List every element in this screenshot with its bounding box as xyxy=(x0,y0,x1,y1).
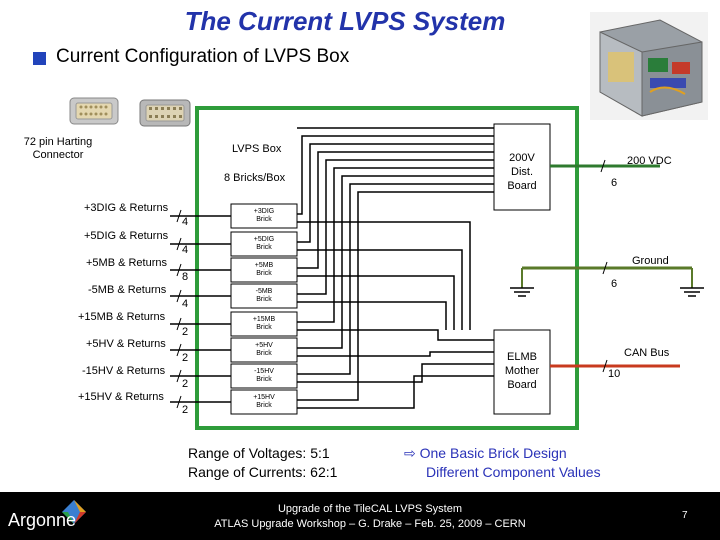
elmb-board-box xyxy=(493,329,551,415)
page-number: 7 xyxy=(682,510,688,521)
lvps-box-photo xyxy=(590,12,708,120)
input-label: +5DIG & Returns xyxy=(84,230,169,242)
design-line-2: Different Component Values xyxy=(426,464,601,480)
input-count: 2 xyxy=(182,404,189,416)
harting-connector-image xyxy=(69,97,119,125)
range-voltages: Range of Voltages: 5:1 xyxy=(188,445,330,461)
can-bus-label: CAN Bus xyxy=(624,347,670,359)
design-line-1: ⇨ One Basic Brick Design xyxy=(404,445,567,461)
connector-label: 72 pin Harting Connector xyxy=(23,136,93,161)
footer-bar xyxy=(0,492,720,540)
input-count: 4 xyxy=(182,216,189,228)
can-bus-count: 10 xyxy=(608,368,621,380)
input-count: 2 xyxy=(182,326,189,338)
range-currents: Range of Currents: 62:1 xyxy=(188,464,338,480)
input-count: 4 xyxy=(182,298,189,310)
ground-label: Ground xyxy=(632,255,669,267)
input-label: +15MB & Returns xyxy=(78,311,166,323)
ground-count: 6 xyxy=(611,278,618,290)
input-label: +5HV & Returns xyxy=(86,338,166,350)
subtitle: Current Configuration of LVPS Box xyxy=(56,46,350,67)
argonne-logo-text: Argonne xyxy=(8,510,77,530)
input-label: +15HV & Returns xyxy=(78,391,164,403)
input-count: 2 xyxy=(182,378,189,390)
bricks-per-box-label: 8 Bricks/Box xyxy=(224,172,286,184)
input-label: +3DIG & Returns xyxy=(84,202,169,214)
input-count: 4 xyxy=(182,244,189,256)
input-count: 8 xyxy=(182,271,189,283)
vdc-count: 6 xyxy=(611,177,618,189)
input-label: +5MB & Returns xyxy=(86,257,168,269)
bullet-square-icon xyxy=(33,52,46,65)
argonne-logo-icon xyxy=(62,500,86,524)
input-label: -15HV & Returns xyxy=(82,365,166,377)
input-count: 2 xyxy=(182,352,189,364)
page-title: The Current LVPS System xyxy=(184,6,506,36)
lvps-box-label: LVPS Box xyxy=(232,143,282,155)
arrow-right-icon: ⇨ xyxy=(404,445,416,461)
input-label: -5MB & Returns xyxy=(88,284,167,296)
harting-connector-image-2 xyxy=(139,99,191,127)
footer-text: Upgrade of the TileCAL LVPS System ATLAS… xyxy=(214,503,526,530)
vdc-label: 200 VDC xyxy=(627,155,672,167)
